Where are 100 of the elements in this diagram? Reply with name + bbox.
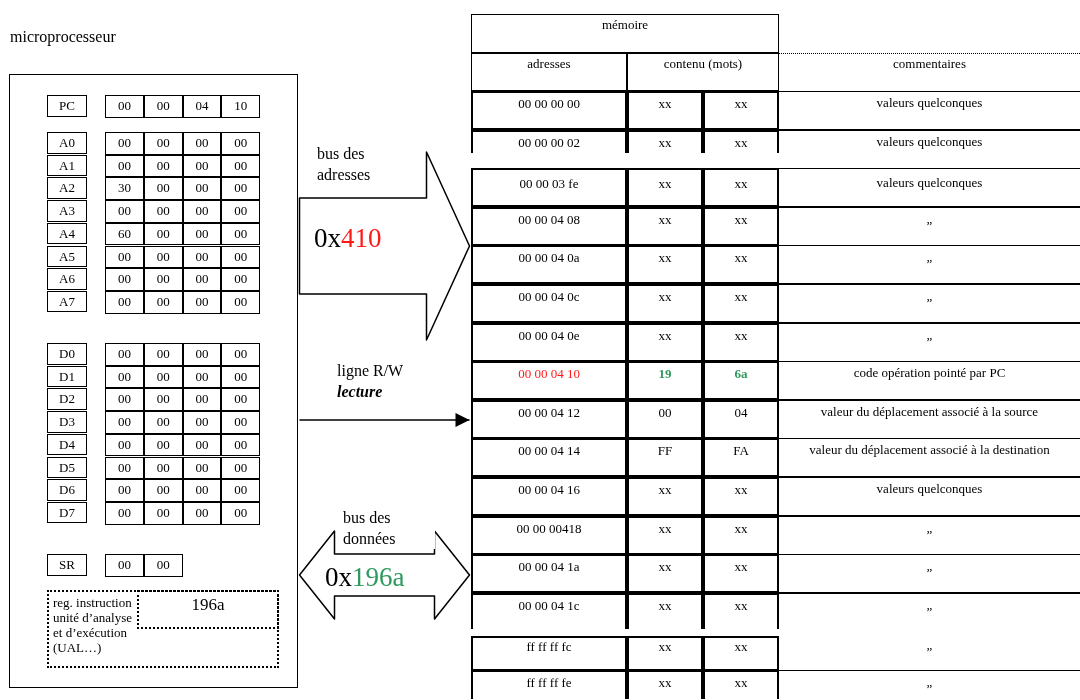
register-byte: 00: [105, 343, 144, 366]
memory-word: xx: [627, 477, 703, 516]
bus-value: 0x410: [314, 223, 382, 253]
memory-word: xx: [627, 284, 703, 323]
memory-word: xx: [703, 168, 779, 208]
register-byte: 00: [221, 268, 260, 291]
register-byte: 00: [105, 388, 144, 412]
memory-word: xx: [627, 515, 703, 555]
memory-word: xx: [703, 91, 779, 130]
register-byte: 00: [143, 388, 183, 412]
memory-word: xx: [703, 670, 779, 699]
column-header: adresses: [471, 53, 627, 91]
register-byte: 00: [143, 501, 183, 525]
memory-word: xx: [703, 245, 779, 285]
register-byte: 00: [182, 132, 222, 155]
register-byte: 00: [182, 365, 222, 389]
register-byte: 00: [105, 479, 144, 502]
register-byte: 00: [105, 501, 144, 525]
register-name: D7: [47, 501, 87, 524]
memory-address: 00 00 04 0e: [471, 322, 627, 362]
memory-address: 00 00 04 12: [471, 399, 627, 439]
memory-word: xx: [627, 91, 703, 130]
memory-address: 00 00 04 08: [471, 206, 627, 246]
register-byte: 00: [182, 433, 222, 457]
processor-block: [9, 28, 298, 688]
memory-address: 00 00 00418: [471, 515, 627, 555]
register-byte: 00: [221, 245, 260, 269]
memory-word: xx: [627, 554, 703, 594]
memory-word: 04: [703, 399, 779, 439]
memory-table: [471, 14, 1080, 700]
register-byte: 00: [182, 268, 222, 291]
memory-word: xx: [703, 515, 779, 555]
memory-address: 00 00 04 10: [471, 361, 627, 401]
register-byte: 00: [143, 222, 183, 246]
register-byte: 00: [143, 456, 183, 480]
register-name: A7: [47, 290, 87, 313]
register-name: D1: [47, 365, 87, 388]
register-byte: 00: [221, 479, 260, 502]
memory-word: xx: [703, 206, 779, 246]
memory-word: xx: [627, 206, 703, 246]
register-byte: 00: [143, 177, 183, 201]
register-byte: 00: [221, 411, 260, 434]
register-byte: 00: [221, 501, 260, 525]
memory-word: xx: [627, 636, 703, 671]
register-byte: 00: [221, 177, 260, 201]
register-byte: 00: [105, 268, 144, 291]
register-byte: 00: [182, 479, 222, 502]
register-byte: 00: [143, 132, 183, 155]
register-byte: 30: [105, 177, 144, 201]
register-byte: 00: [182, 154, 222, 178]
memory-address: ff ff ff fe: [471, 670, 627, 699]
register-byte: 00: [143, 343, 183, 366]
register-byte: 00: [143, 154, 183, 178]
comment-text: „: [779, 284, 1080, 323]
memory-word: xx: [703, 554, 779, 594]
register-name: A6: [47, 268, 87, 290]
table-title: mémoire: [471, 14, 779, 53]
register-byte: 00: [182, 411, 222, 434]
register-name: D2: [47, 388, 87, 410]
register-name: A4: [47, 222, 87, 245]
register-name: A0: [47, 132, 87, 154]
register-byte: 10: [221, 95, 260, 118]
register-byte: 00: [182, 222, 222, 246]
register-byte: 00: [143, 479, 183, 502]
memory-address: ff ff ff fc: [471, 636, 627, 671]
register-name: PC: [47, 95, 87, 117]
column-header: contenu (mots): [627, 53, 779, 91]
memory-word: xx: [703, 592, 779, 629]
memory-address: 00 00 00 00: [471, 91, 627, 130]
register-byte: 00: [221, 132, 260, 155]
memory-address: 00 00 04 0a: [471, 245, 627, 285]
memory-word: xx: [627, 168, 703, 208]
register-byte: 00: [143, 268, 183, 291]
memory-address: 00 00 04 1c: [471, 592, 627, 629]
register-byte: 00: [221, 343, 260, 366]
register-name: A1: [47, 154, 87, 177]
memory-word: xx: [703, 477, 779, 516]
memory-word: xx: [627, 592, 703, 629]
block-heading: microprocesseur: [10, 28, 116, 46]
register-name: A5: [47, 245, 87, 267]
memory-word: xx: [703, 636, 779, 671]
memory-word: xx: [627, 670, 703, 699]
register-byte: 60: [105, 222, 144, 246]
register-byte: 04: [182, 95, 222, 118]
comment-text: valeurs quelconques: [779, 477, 1080, 516]
register-byte: 00: [143, 365, 183, 389]
memory-word: xx: [703, 284, 779, 323]
register-name: D6: [47, 479, 87, 501]
register-name: D5: [47, 456, 87, 478]
register-byte: 00: [221, 365, 260, 389]
register-byte: 00: [143, 290, 183, 314]
register-byte: 00: [143, 411, 183, 434]
register-byte: 00: [182, 200, 222, 223]
comment-text: valeurs quelconques: [779, 168, 1080, 208]
register-name: SR: [47, 554, 87, 576]
register-name: A2: [47, 177, 87, 199]
register-byte: 00: [143, 554, 183, 577]
bus-arrow: [298, 151, 471, 341]
register-byte: 00: [105, 456, 144, 480]
memory-word: FA: [703, 438, 779, 478]
